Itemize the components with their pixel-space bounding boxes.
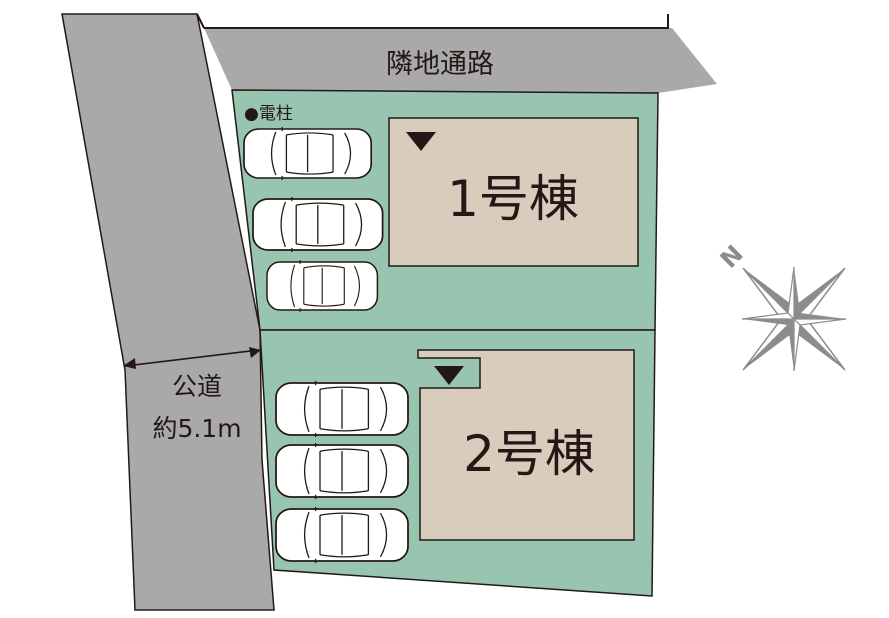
neighbor-road-edge bbox=[196, 13, 205, 29]
parking-space bbox=[252, 196, 384, 253]
compass-rose: N bbox=[715, 240, 847, 372]
neighbor-road-edge bbox=[204, 14, 669, 29]
road-width-dimension bbox=[123, 347, 261, 369]
parking-space bbox=[266, 259, 379, 313]
parking-space bbox=[275, 380, 409, 438]
building-2-label: 2号棟 bbox=[463, 425, 595, 483]
utility-pole-label: ●電柱 bbox=[244, 104, 293, 124]
building-1-footprint bbox=[388, 117, 639, 267]
neighbor-road-label: 隣地通路 bbox=[386, 49, 494, 80]
neighbor-road bbox=[204, 28, 717, 93]
building-2-entrance-marker bbox=[434, 366, 464, 385]
parking-space bbox=[275, 442, 409, 500]
building-1-entrance-marker bbox=[406, 132, 436, 151]
public-road bbox=[61, 13, 275, 611]
road-width-label: 約5.1m bbox=[152, 414, 241, 443]
public-road-label: 公道 bbox=[172, 372, 222, 401]
parking-space bbox=[275, 506, 409, 564]
parking-space bbox=[243, 126, 373, 181]
building-1-label: 1号棟 bbox=[447, 170, 579, 228]
building-2-footprint bbox=[417, 349, 635, 541]
